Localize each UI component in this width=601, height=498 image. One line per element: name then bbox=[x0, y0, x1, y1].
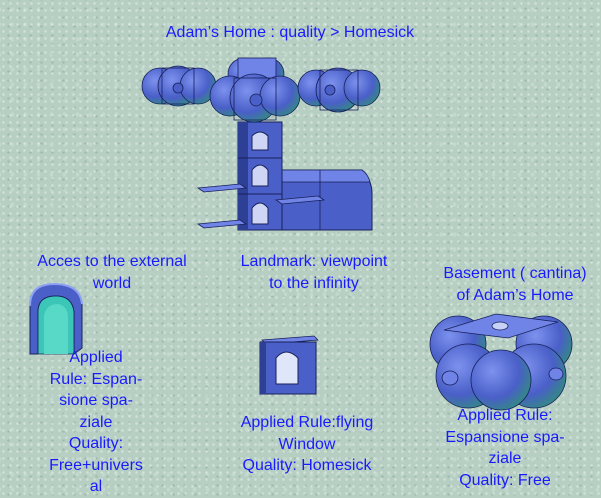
label-rule-left: Applied Rule: Espan- sione spa- ziale Qu… bbox=[49, 349, 143, 495]
label-external-world: Acces to the external world bbox=[37, 253, 187, 292]
tower-model bbox=[141, 57, 381, 231]
window-model bbox=[259, 335, 319, 395]
basement-model bbox=[429, 313, 573, 411]
label-landmark: Landmark: viewpoint to the infinity bbox=[240, 253, 388, 292]
label-rule-center: Applied Rule:flying Window Quality: Home… bbox=[240, 414, 374, 474]
page-title: Adam’s Home : quality > Homesick bbox=[165, 24, 415, 41]
label-rule-right: Applied Rule: Espansione spa- ziale Qual… bbox=[445, 407, 565, 489]
label-basement: Basement ( cantina) of Adam’s Home bbox=[443, 265, 587, 304]
arch-model bbox=[29, 282, 83, 355]
